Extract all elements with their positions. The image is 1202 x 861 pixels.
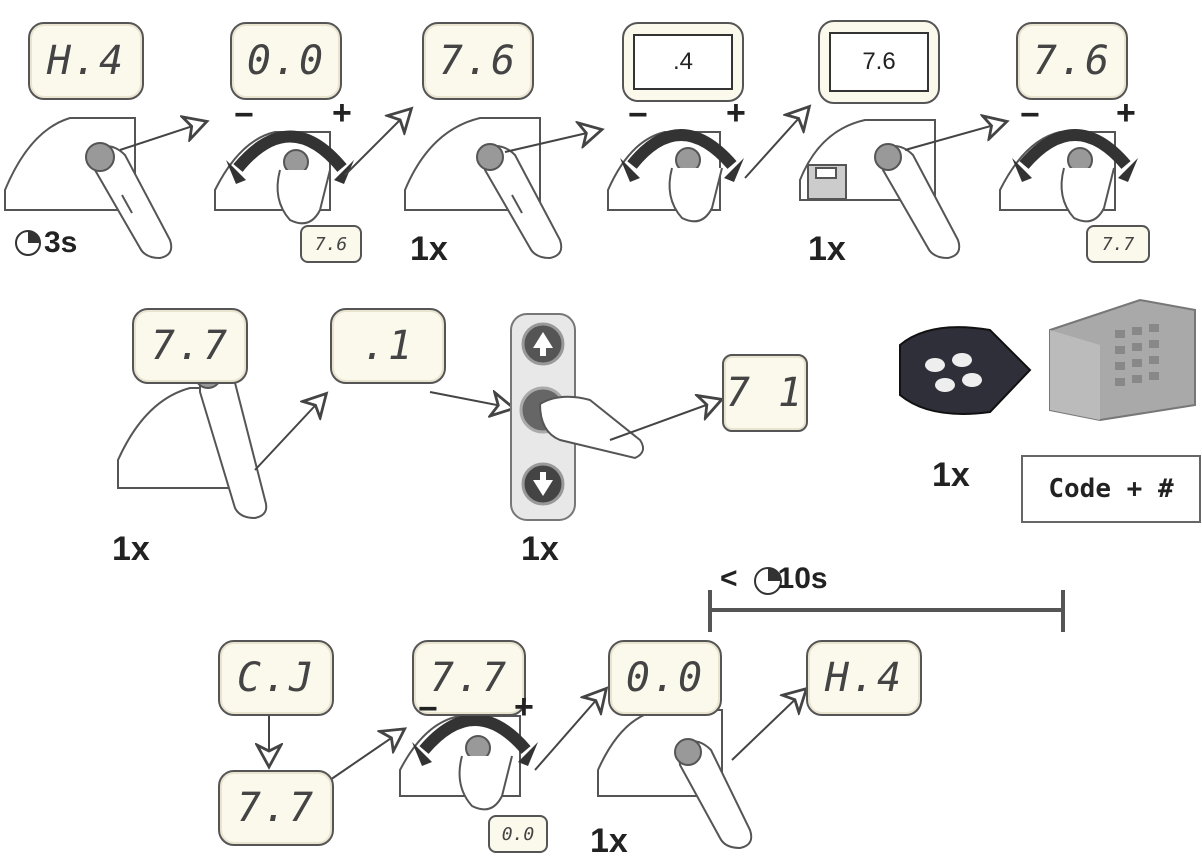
keypad-icon [1049,298,1196,422]
less-than-sign: < [720,562,738,595]
count-1x: 1x [410,230,448,268]
remote-control-icon [899,326,1032,415]
monitor-screen: 7.6 [829,32,929,92]
arrow-10 [534,690,605,771]
mini-display-value: 7.6 [314,233,348,255]
display-row3-step3: 0.0 [608,640,722,716]
monitor-step5: 7.6 [818,20,940,104]
mini-display-step2: 7.6 [300,225,362,263]
display-value: H.4 [824,655,904,701]
display-value: 7.6 [438,38,518,84]
arrow-7 [429,392,512,408]
display-value: H.4 [46,38,126,84]
arrow-4 [744,108,808,179]
finger-press-9 [674,738,753,850]
mini-display-value: 0.0 [501,823,535,845]
display-row3-step2: 7.7 [412,640,526,716]
control-panel-1 [4,117,136,211]
display-value: 7.6 [1032,38,1112,84]
code-label: Code + # [1048,474,1174,504]
display-value: 7.7 [150,323,230,369]
display-value: 0.0 [625,655,705,701]
code-box: Code + # [1021,455,1201,523]
count-1x: 1x [590,822,628,860]
finger-press-3 [476,143,563,260]
clock-icon-2 [754,567,782,595]
rotate-knob-2 [226,130,354,225]
arrow-11 [731,690,805,761]
finger-press-5 [874,143,961,260]
arrow-9 [329,730,403,781]
display-row2-step1: 7.7 [132,308,248,384]
display-value: 7.7 [236,785,316,831]
monitor-step4: .4 [622,22,744,102]
display-value: 0.0 [246,38,326,84]
finger-press-button [538,395,645,460]
screen-value: .4 [672,48,693,75]
display-step1: H.4 [28,22,144,100]
display-step3: 7.6 [422,22,534,100]
arrow-8 [609,400,720,441]
plus-sign: + [332,94,352,132]
display-row3-step4: H.4 [806,640,922,716]
rotate-knob-6 [1012,129,1138,223]
count-1x-remote: 1x [932,456,970,494]
display-step6: 7.6 [1016,22,1128,100]
minus-sign: − [1020,96,1040,134]
plus-sign: + [726,94,746,132]
display-value: .1 [361,323,415,369]
mini-display-step6: 7.7 [1086,225,1150,263]
mini-display-value: 7.7 [1101,233,1135,255]
mini-display-row3: 0.0 [488,815,548,853]
rotate-knob-4 [620,129,744,223]
arrow-1 [119,122,205,151]
arrow-5 [904,122,1005,151]
plus-sign: + [1116,94,1136,132]
up-arrow-icon [533,332,553,356]
monitor-screen: .4 [633,34,733,90]
minus-sign: − [418,690,438,728]
count-1x: 1x [521,530,559,568]
display-row2-step2: .1 [330,308,446,384]
timer-label-10s: < 10s [720,562,828,596]
arrow-6 [254,395,325,471]
timer-value: 10s [777,562,828,595]
finger-press-1 [85,142,173,260]
display-step2: 0.0 [230,22,342,100]
screen-value: 7.6 [862,48,896,75]
count-1x: 1x [808,230,846,268]
display-row3-step1: C.J [218,640,334,716]
display-value: 7 1 [725,370,805,416]
down-arrow-icon [533,472,553,496]
display-value: C.J [236,655,316,701]
timer-label-3s: 3s [44,226,77,260]
minus-sign: − [234,96,254,134]
clock-icon [15,230,41,256]
display-value: 7.7 [429,655,509,701]
minus-sign: − [628,96,648,134]
arrow-3 [504,130,600,153]
plus-sign: + [514,688,534,726]
rotate-knob-8 [412,714,538,811]
arrow-2 [344,110,410,176]
display-row2-step4: 7 1 [722,354,808,432]
count-1x: 1x [112,530,150,568]
timer-value: 3s [44,226,78,259]
display-row3-step1b: 7.7 [218,770,334,846]
timer-bar [708,590,1065,632]
